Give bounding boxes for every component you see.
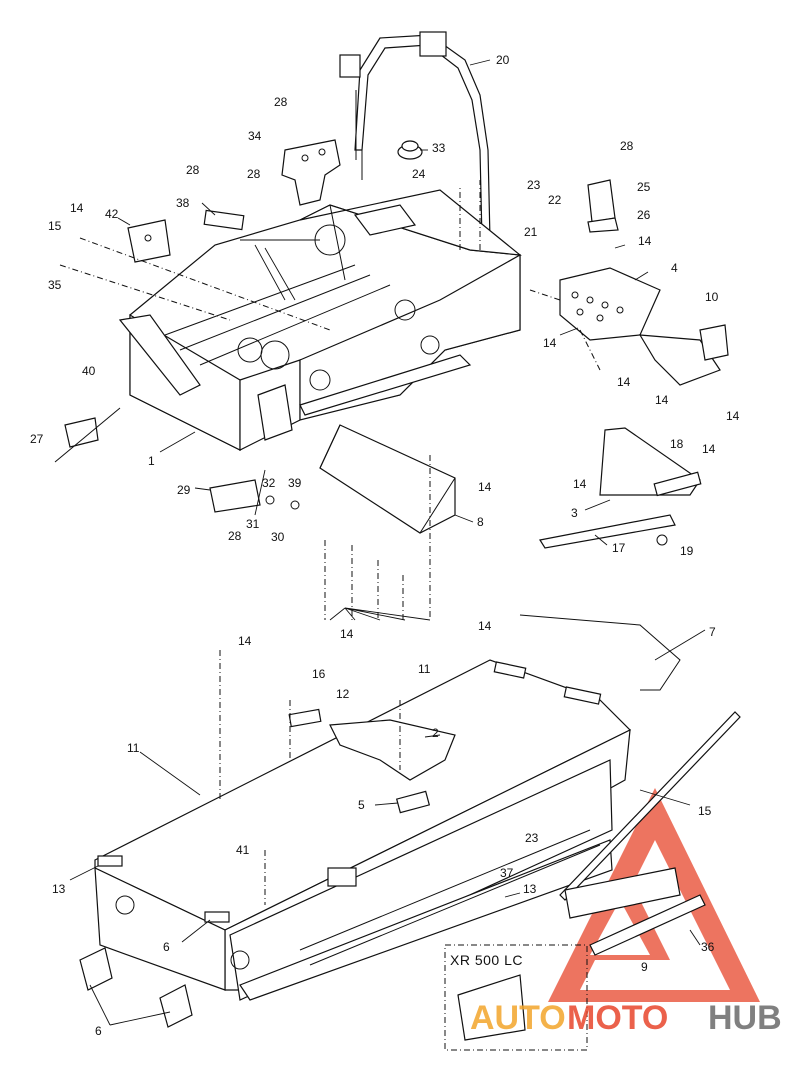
callout-32: 32 — [262, 476, 276, 490]
inset-box: XR 500 LC — [444, 944, 588, 1051]
callout-14: 16 — [312, 667, 326, 681]
bracket-29-part — [209, 479, 300, 513]
callout-23: 23 — [527, 178, 541, 192]
callout-15: 15 — [48, 219, 62, 233]
inset-title: XR 500 LC — [450, 952, 523, 968]
bracket-12-part — [288, 708, 456, 814]
callout-12: 2 — [432, 726, 439, 740]
callout-2: 11 — [127, 741, 140, 755]
plate-42-part — [127, 219, 171, 263]
callout-14: 14 — [238, 634, 252, 648]
callout-10: 10 — [705, 290, 719, 304]
callout-21: 21 — [524, 225, 538, 239]
rod-5-part — [559, 711, 741, 901]
cover-7-part — [519, 614, 681, 691]
callout-37: 13 — [523, 882, 537, 896]
bracket-25-26-part — [587, 179, 619, 233]
assembly-lines — [59, 180, 601, 905]
callout-6: 36 — [701, 940, 715, 954]
bracket-34-part — [281, 139, 341, 206]
callout-27: 27 — [30, 432, 44, 446]
upper-chassis-part — [118, 189, 522, 451]
callout-40: 40 — [82, 364, 96, 378]
callout-14: 14 — [543, 336, 557, 350]
callout-14: 14 — [702, 442, 716, 456]
callout-9: 6 — [95, 1024, 102, 1038]
callout-1: 1 — [148, 454, 155, 468]
callout-18: 18 — [670, 437, 684, 451]
callout-14: 14 — [340, 627, 354, 641]
callout-28: 28 — [247, 167, 261, 181]
callout-14: 14 — [655, 393, 669, 407]
callout-31: 31 — [246, 517, 260, 531]
watermark-auto: AUTO — [470, 999, 566, 1037]
watermark-text: AUTO MOTO HUB — [470, 999, 782, 1037]
plates-9-13-part — [79, 855, 230, 1028]
callout-14: 14 — [478, 480, 492, 494]
callout-20: 20 — [496, 53, 510, 67]
grommet-33-part — [397, 140, 423, 160]
callout-4: 4 — [671, 261, 678, 275]
callout-24: 24 — [412, 167, 426, 181]
callout-7: 7 — [709, 625, 716, 639]
callout-14: 14 — [70, 201, 84, 215]
callout-35: 35 — [48, 278, 62, 292]
bracket-27-part — [54, 407, 121, 463]
plate-6-part — [564, 867, 706, 956]
callout-3: 3 — [571, 506, 578, 520]
side-module-4-part — [559, 267, 729, 386]
steering-linkage-part — [539, 427, 702, 549]
callout-29: 29 — [177, 483, 191, 497]
callout-13: 6 — [163, 940, 170, 954]
callout-28: 28 — [186, 163, 200, 177]
callout-14: 14 — [478, 619, 492, 633]
callout-14: 14 — [573, 477, 587, 491]
callout-15: 41 — [236, 843, 250, 857]
callout-28: 28 — [620, 139, 634, 153]
watermark-moto: MOTO — [567, 999, 668, 1037]
callout-14: 14 — [638, 234, 652, 248]
callout-39: 39 — [288, 476, 302, 490]
callout-11: 12 — [336, 687, 350, 701]
callout-25: 25 — [637, 180, 651, 194]
callout-11: 5 — [358, 798, 365, 812]
callout-36: 9 — [641, 960, 648, 974]
callout-16: 11 — [418, 662, 431, 676]
callout-14: 14 — [617, 375, 631, 389]
callout-30: 30 — [271, 530, 285, 544]
callout-17: 17 — [612, 541, 626, 555]
callout-14: 14 — [726, 409, 740, 423]
leader-lines — [69, 59, 706, 1026]
callout-42: 42 — [105, 207, 119, 221]
callout-41: 23 — [525, 831, 539, 845]
handlebar-support-part — [339, 31, 491, 241]
callout-8: 8 — [477, 515, 484, 529]
callout-labels: 20 28 34 33 24 23 22 21 28 28 38 14 15 4… — [30, 53, 740, 1038]
watermark-hub: HUB — [708, 999, 782, 1037]
callout-23: 37 — [500, 866, 514, 880]
callout-19: 19 — [680, 544, 694, 558]
tunnel-2-part — [94, 659, 632, 1001]
callout-5: 15 — [698, 804, 712, 818]
callout-33: 33 — [432, 141, 446, 155]
callout-22: 22 — [548, 193, 562, 207]
callout-38: 38 — [176, 196, 190, 210]
callout-34: 34 — [248, 129, 262, 143]
callout-26: 26 — [637, 208, 651, 222]
bracket-38-part — [203, 209, 245, 231]
callout-13: 13 — [52, 882, 66, 896]
callout-28: 28 — [228, 529, 242, 543]
callout-28: 28 — [274, 95, 288, 109]
angle-8-part — [319, 424, 456, 534]
